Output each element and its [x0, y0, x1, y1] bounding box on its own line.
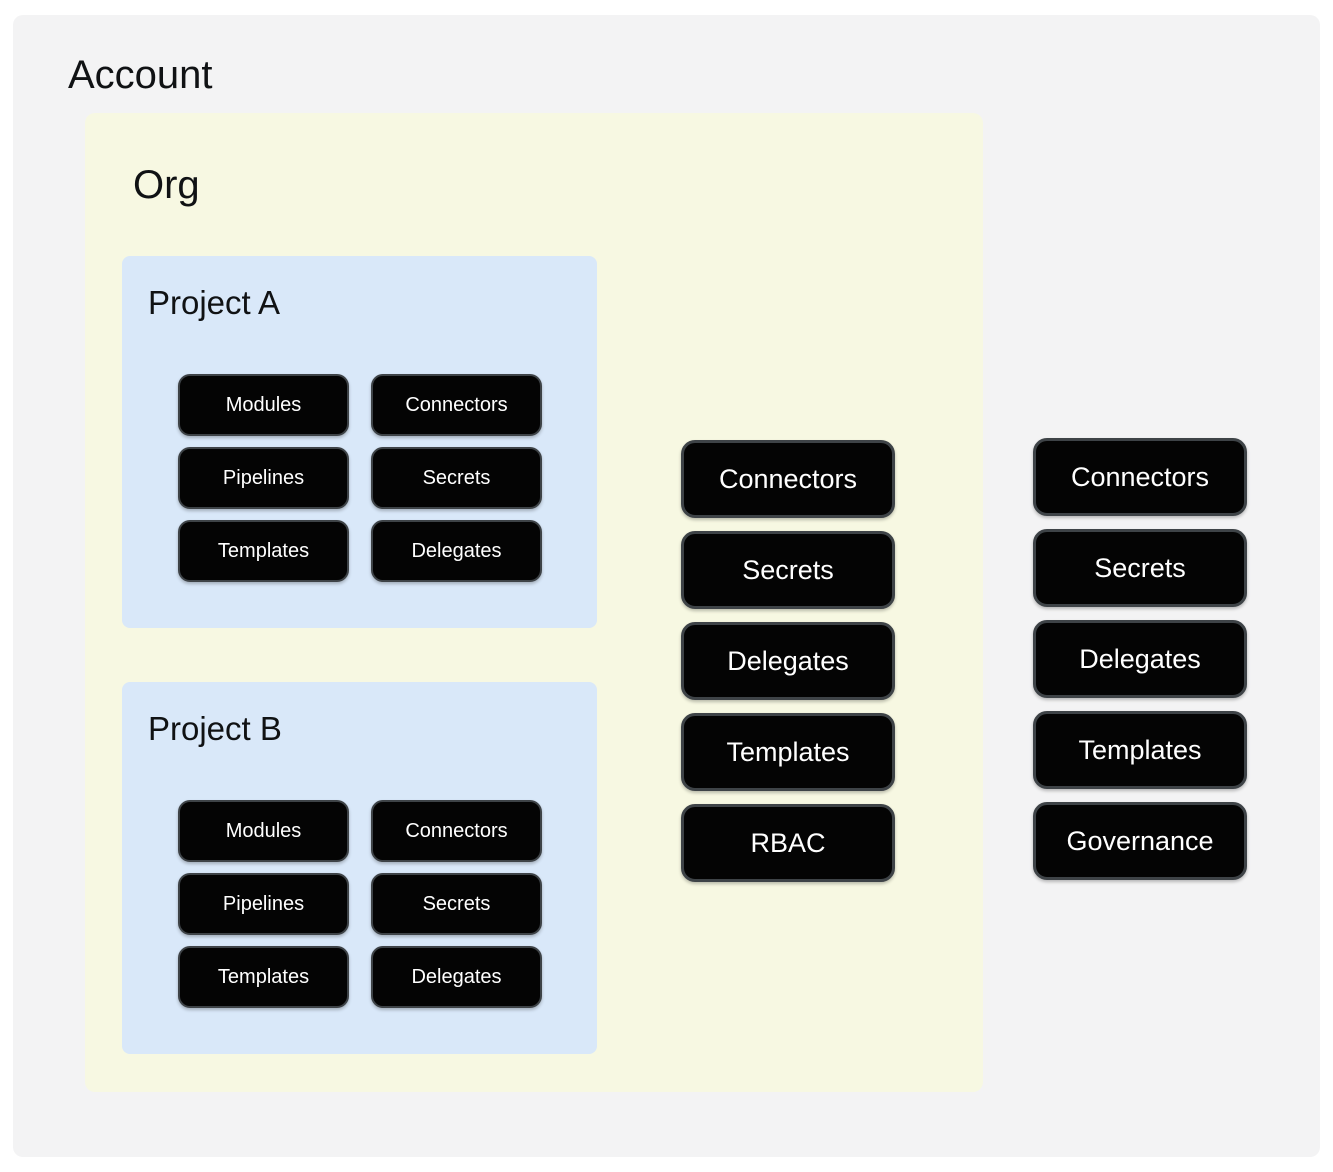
account-pill-connectors: Connectors: [1033, 438, 1247, 516]
project-a-container: Project A Modules Connectors Pipelines S…: [122, 256, 597, 628]
project-a-pill-delegates: Delegates: [371, 520, 542, 582]
org-pill-rbac: RBAC: [681, 804, 895, 882]
project-a-pill-connectors: Connectors: [371, 374, 542, 436]
project-b-pill-secrets: Secrets: [371, 873, 542, 935]
project-b-pill-modules: Modules: [178, 800, 349, 862]
org-pill-connectors: Connectors: [681, 440, 895, 518]
account-pill-column: Connectors Secrets Delegates Templates G…: [1033, 438, 1247, 880]
project-b-pill-connectors: Connectors: [371, 800, 542, 862]
account-pill-secrets: Secrets: [1033, 529, 1247, 607]
project-b-title: Project B: [148, 710, 282, 747]
account-pill-delegates: Delegates: [1033, 620, 1247, 698]
org-pill-delegates: Delegates: [681, 622, 895, 700]
project-b-pill-pipelines: Pipelines: [178, 873, 349, 935]
org-pill-secrets: Secrets: [681, 531, 895, 609]
account-pill-templates: Templates: [1033, 711, 1247, 789]
project-a-pill-templates: Templates: [178, 520, 349, 582]
project-a-title: Project A: [148, 284, 281, 321]
project-b-container: Project B Modules Connectors Pipelines S…: [122, 682, 597, 1054]
project-a-pill-secrets: Secrets: [371, 447, 542, 509]
project-a-pill-grid: Modules Connectors Pipelines Secrets Tem…: [178, 374, 542, 582]
project-b-pill-templates: Templates: [178, 946, 349, 1008]
project-a-pill-modules: Modules: [178, 374, 349, 436]
org-pill-column: Connectors Secrets Delegates Templates R…: [681, 440, 895, 882]
project-b-pill-grid: Modules Connectors Pipelines Secrets Tem…: [178, 800, 542, 1008]
project-b-pill-delegates: Delegates: [371, 946, 542, 1008]
org-title: Org: [133, 163, 200, 207]
account-title: Account: [68, 53, 213, 97]
project-a-pill-pipelines: Pipelines: [178, 447, 349, 509]
account-pill-governance: Governance: [1033, 802, 1247, 880]
org-pill-templates: Templates: [681, 713, 895, 791]
